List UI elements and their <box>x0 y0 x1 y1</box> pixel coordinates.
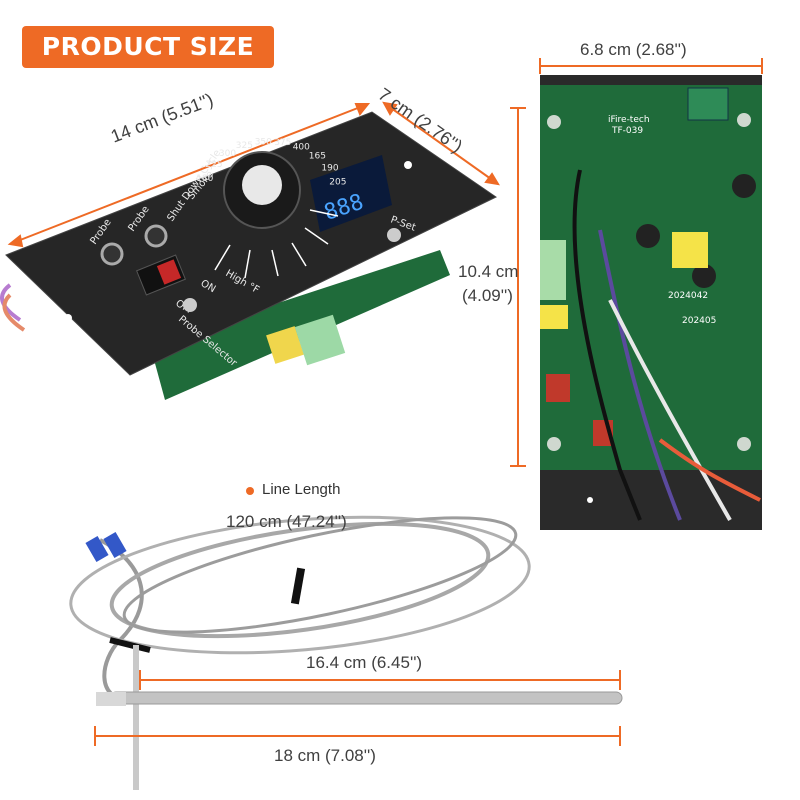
pcb-height-label-cm: 10.4 cm <box>458 262 519 281</box>
dial-temp-label: 375 <box>274 138 291 148</box>
pcb-height-label-in: (4.09'') <box>462 286 513 305</box>
dial-temp-label: 225 <box>205 160 222 170</box>
pcb-date-text-2: 202405 <box>682 316 716 326</box>
temperature-probe-image <box>69 515 623 790</box>
line-length-label: Line Length <box>262 481 341 498</box>
pcb-model-text: TF-039 <box>611 126 643 136</box>
dial-temp-label: 400 <box>293 143 310 153</box>
pcb-width-label: 6.8 cm (2.68'') <box>580 40 687 59</box>
pcb-brand-text: iFire-tech <box>608 115 650 125</box>
dial-temp-label: 325 <box>236 141 253 151</box>
pcb-date-text-1: 2024042 <box>668 291 708 301</box>
rod-length-label: 16.4 cm (6.45'') <box>306 653 423 672</box>
dial-temp-label: 300 <box>219 149 236 159</box>
line-length-bullet <box>246 487 254 495</box>
controller-front-image: 888 Smoke Shut Down Cycle Probe Probe Hi… <box>0 111 497 400</box>
pcb-back-image: iFire-tech TF-039 2024042 202405 <box>540 75 762 530</box>
total-length-label: 18 cm (7.08'') <box>274 746 376 765</box>
dial-temp-label: 205 <box>329 178 346 188</box>
dial-temp-label: 180 <box>196 174 213 184</box>
product-size-badge: PRODUCT SIZE <box>22 26 274 68</box>
dial-temp-label: 190 <box>321 163 338 173</box>
dial-temp-label: 350 <box>255 137 272 147</box>
dial-temp-label: 165 <box>309 151 326 161</box>
cable-length-label: 120 cm (47.24'') <box>226 512 347 531</box>
